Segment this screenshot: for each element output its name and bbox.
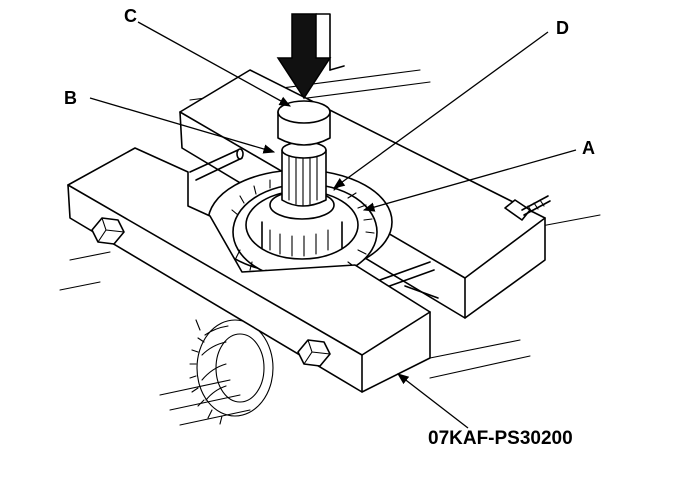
rear-bolt [504,195,551,221]
tool-part-number: 07KAF-PS30200 [428,428,573,449]
lower-gear [189,319,274,425]
front-nut-left [91,217,125,245]
leader-lines [89,21,577,429]
label-d: D [556,18,569,38]
front-nut-right [297,339,331,367]
press-attachment [277,100,331,146]
tie-rods [189,148,439,299]
shaft [281,141,327,207]
label-c: C [124,6,137,26]
label-b: B [64,88,77,108]
label-a: A [582,138,595,158]
gear-assembly [207,169,393,287]
down-arrow-icon [276,13,345,100]
